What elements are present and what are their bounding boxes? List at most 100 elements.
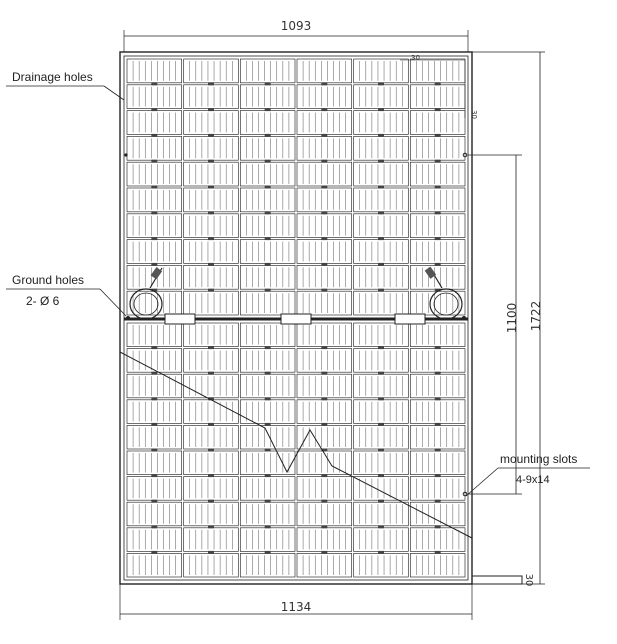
cell-tab <box>378 185 384 189</box>
solar-cell <box>353 501 409 527</box>
cell-tab <box>434 108 441 112</box>
drainage-hole-icon <box>124 153 128 157</box>
solar-cell <box>126 527 183 552</box>
cell-tab <box>151 211 158 215</box>
solar-cell <box>353 161 409 187</box>
cell-tab <box>378 397 384 401</box>
solar-cell <box>409 239 466 264</box>
solar-cell <box>409 399 466 424</box>
cell-tab <box>378 550 384 554</box>
cell-tab <box>208 82 214 86</box>
cell-tab <box>321 397 328 401</box>
solar-cell <box>409 265 466 290</box>
cell-tab <box>321 237 328 241</box>
solar-cell <box>353 450 409 475</box>
ground-hole-right-icon <box>462 316 466 320</box>
cell-tab <box>264 448 271 452</box>
solar-cell <box>296 110 353 135</box>
solar-cell <box>353 348 409 373</box>
solar-cell <box>126 450 183 475</box>
dim-top-width: 1093 <box>281 19 312 33</box>
dim-slot-spacing: 1100 <box>505 303 519 334</box>
solar-cell <box>296 290 353 316</box>
cell-tab <box>151 397 158 401</box>
cell-tab <box>434 237 441 241</box>
solar-cell <box>409 348 466 373</box>
cell-tab <box>151 448 158 452</box>
cell-tab <box>321 371 328 375</box>
cell-tab <box>321 82 328 86</box>
junction-boxes <box>164 313 426 325</box>
cell-tab <box>434 159 441 163</box>
cell-tab <box>321 159 328 163</box>
callout-ground: Ground holes 2- Ø 6 <box>6 273 127 317</box>
solar-cell <box>183 373 239 399</box>
solar-cell <box>239 239 296 264</box>
dim-corner-x: 30 <box>411 54 420 62</box>
solar-cell <box>353 110 409 135</box>
solar-cell <box>296 322 353 347</box>
solar-cell <box>353 290 409 316</box>
solar-cell <box>239 265 296 290</box>
solar-cell <box>296 84 353 109</box>
cell-tab <box>434 499 441 503</box>
cell-tab <box>264 397 271 401</box>
cell-tab <box>264 133 271 137</box>
dim-corner-y: 30 <box>470 110 478 119</box>
cell-tab <box>434 211 441 215</box>
solar-cell <box>296 399 353 424</box>
solar-cell <box>296 239 353 264</box>
cell-tab <box>264 211 271 215</box>
solar-cell <box>183 110 239 135</box>
solar-cell <box>239 476 296 501</box>
solar-cell <box>126 110 183 135</box>
cell-tab <box>378 525 384 529</box>
solar-cell <box>183 425 239 450</box>
cell-tab <box>434 82 441 86</box>
cell-tab <box>208 474 214 478</box>
solar-cell <box>409 425 466 450</box>
solar-cell <box>126 84 183 109</box>
cell-tab <box>208 346 214 350</box>
solar-cell <box>296 450 353 475</box>
cell-tab <box>434 185 441 189</box>
ground-hole-icon <box>126 316 130 320</box>
solar-cell <box>409 476 466 501</box>
junction-box-center <box>280 313 312 325</box>
solar-cell <box>353 553 409 578</box>
solar-cell <box>409 373 466 399</box>
cell-tab <box>321 525 328 529</box>
cell-tab <box>264 550 271 554</box>
solar-cell <box>183 322 239 347</box>
cell-tab <box>378 108 384 112</box>
solar-cell <box>409 187 466 213</box>
cell-tab <box>321 288 328 292</box>
cell-tab <box>208 371 214 375</box>
cell-tab <box>378 237 384 241</box>
cell-tab <box>208 211 214 215</box>
cell-tab <box>151 474 158 478</box>
solar-cell <box>183 399 239 424</box>
cell-tab <box>321 474 328 478</box>
cell-tab <box>434 288 441 292</box>
dimension-overall-height: 1722 <box>472 51 545 585</box>
cell-tab <box>378 262 384 266</box>
cell-tab <box>151 108 158 112</box>
solar-cell <box>183 239 239 264</box>
solar-cell <box>409 84 466 109</box>
cell-tab <box>378 82 384 86</box>
cell-tab <box>208 185 214 189</box>
solar-cell <box>353 239 409 264</box>
solar-cell <box>409 322 466 347</box>
cell-tab <box>264 422 271 426</box>
cable-right <box>424 266 463 320</box>
junction-box-right <box>394 313 426 325</box>
solar-cell <box>296 527 353 552</box>
cell-tab <box>264 288 271 292</box>
cell-tab <box>208 262 214 266</box>
solar-cell <box>183 527 239 552</box>
cell-grid <box>126 58 466 578</box>
solar-cell <box>296 187 353 213</box>
solar-cell <box>126 187 183 213</box>
